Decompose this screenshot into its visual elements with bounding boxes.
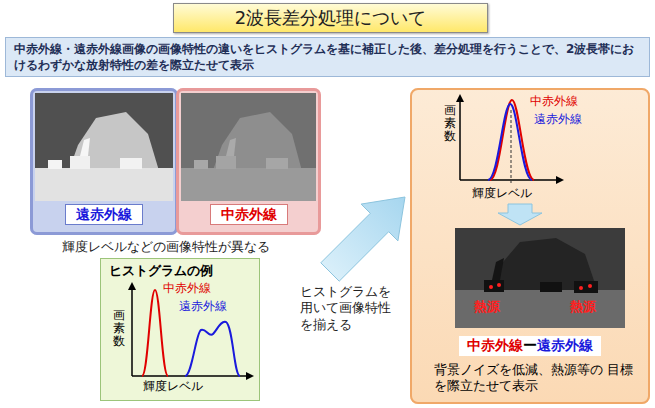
- curve-label: 遠赤外線: [534, 112, 582, 126]
- title-box: 2波長差分処理について: [173, 3, 488, 33]
- axis-label: 輝度レベル: [472, 186, 532, 200]
- heat-dot: [579, 286, 583, 290]
- arrow-text: ヒストグラムを 用いて画像特性 を揃える: [300, 284, 396, 333]
- axis-head: [246, 372, 254, 380]
- flow-arrow: [321, 197, 405, 281]
- title-text: 2波長差分処理について: [235, 6, 426, 30]
- axis: [459, 98, 461, 180]
- note-text: 背景ノイズを低減、熱源等の 目標を際立たせて表示: [434, 362, 634, 395]
- histogram-curve: [185, 322, 240, 376]
- heat-label: 熱源: [474, 299, 500, 315]
- heat-object: [540, 282, 562, 292]
- curve-label: 遠赤外線: [179, 299, 227, 313]
- image-ground: [181, 168, 316, 201]
- curve-label: 中赤外線: [163, 281, 211, 295]
- heat-dot: [588, 284, 592, 288]
- axis-head: [456, 94, 464, 102]
- result-label: 中赤外線ー遠赤外線: [459, 336, 601, 356]
- image-sky: [455, 228, 625, 328]
- heat-dot: [489, 285, 493, 289]
- heat-dot: [497, 283, 501, 287]
- label-part: 中赤外線: [467, 337, 523, 353]
- histogram-curve: [488, 104, 532, 180]
- image-panel: 遠赤外線: [30, 88, 178, 235]
- image-ground: [35, 168, 173, 201]
- box-heading: ヒストグラムの例: [109, 263, 213, 279]
- result-panel: 中赤外線遠赤外線画素数輝度レベル熱源熱源背景ノイズを低減、熱源等の 目標を際立た…: [410, 88, 650, 404]
- heat-object: [484, 280, 504, 292]
- panel-fill: [176, 88, 321, 235]
- axis-label: 画素数: [113, 309, 125, 349]
- image-panel: 中赤外線: [176, 88, 321, 235]
- image-label: 遠赤外線: [65, 204, 143, 225]
- histogram-curve: [490, 100, 534, 180]
- label-part: 遠赤外線: [537, 337, 593, 353]
- axis: [132, 375, 250, 377]
- down-arrow: [498, 204, 542, 225]
- center-line: [511, 110, 512, 184]
- panel-fill: [410, 88, 650, 404]
- smoke: [80, 138, 90, 156]
- panel-fill: [100, 258, 260, 401]
- axis-head: [556, 176, 564, 184]
- smoke: [492, 258, 504, 280]
- image-ground: [455, 290, 625, 328]
- axis-head: [128, 282, 136, 290]
- histogram-curve: [142, 290, 168, 376]
- summary-text: 中赤外線・遠赤外線画像の画像特性の違いをヒストグラムを基に補正した後、差分処理を…: [14, 41, 641, 73]
- axis: [460, 179, 560, 181]
- building: [266, 158, 288, 169]
- summary-band: 中赤外線・遠赤外線画像の画像特性の違いをヒストグラムを基に補正した後、差分処理を…: [5, 37, 650, 77]
- building: [120, 158, 142, 169]
- building: [48, 160, 62, 169]
- heat-label: 熱源: [570, 299, 596, 315]
- panel-fill: [30, 88, 178, 235]
- smoke: [226, 138, 236, 156]
- axis-label: 輝度レベル: [143, 379, 203, 393]
- axis: [131, 286, 133, 376]
- curve-label: 中赤外線: [530, 94, 578, 108]
- heat-object: [574, 281, 598, 293]
- image-label: 中赤外線: [210, 204, 288, 225]
- building: [216, 156, 236, 169]
- note-text: 輝度レベルなどの画像特性が異なる: [62, 239, 270, 256]
- image-sky: [35, 93, 173, 201]
- axis-label: 画素数: [444, 104, 456, 144]
- building: [194, 160, 208, 169]
- label-part: ー: [523, 337, 537, 353]
- image-sky: [181, 93, 316, 201]
- histogram-box: ヒストグラムの例中赤外線遠赤外線画素数輝度レベル: [100, 258, 260, 401]
- building: [70, 156, 90, 169]
